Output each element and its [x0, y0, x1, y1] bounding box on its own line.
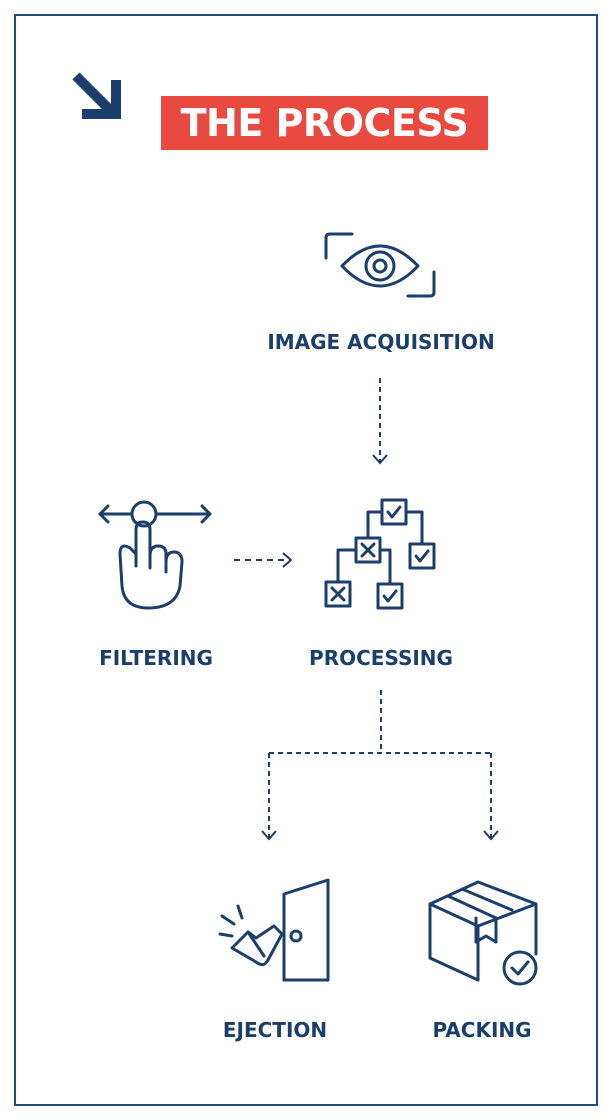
step-label-ejection: EJECTION	[222, 1018, 328, 1042]
diagram-frame	[14, 14, 598, 1106]
step-label-processing: PROCESSING	[309, 646, 453, 670]
corner-arrow-icon	[72, 72, 121, 119]
step-label-filtering: FILTERING	[99, 646, 213, 670]
swipe-hand-icon	[98, 500, 212, 610]
decision-tree-icon	[324, 498, 436, 610]
connector-filtering-processing	[234, 552, 293, 568]
step-label-packing: PACKING	[432, 1018, 532, 1042]
door-kick-icon	[218, 878, 330, 982]
diagram-title: THE PROCESS	[161, 96, 488, 150]
eye-icon	[324, 232, 436, 298]
connector-processing-branches	[261, 690, 499, 841]
connector-acquisition-processing	[372, 378, 388, 465]
step-label-image-acquisition: IMAGE ACQUISITION	[267, 330, 495, 354]
box-check-icon	[428, 880, 538, 986]
